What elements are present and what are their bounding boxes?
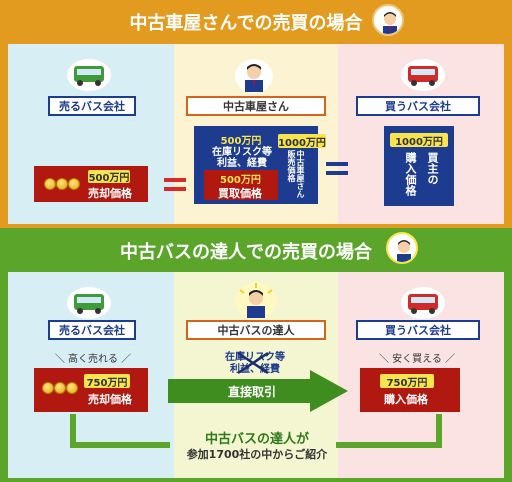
- equals-sign-right: [326, 162, 348, 176]
- top-dealer-buy-block: [204, 170, 278, 200]
- bottom-master-label: 中古バスの達人: [186, 320, 326, 340]
- red-bus-icon: [400, 58, 446, 92]
- green-bus-icon: [66, 58, 112, 92]
- top-title: 中古車屋さんでの売買の場合: [129, 13, 363, 34]
- top-dealer-sell-price: 1000万円: [278, 134, 326, 149]
- top-dealer-label: 中古車屋さん: [186, 96, 326, 116]
- master-person-icon: [234, 282, 278, 320]
- bottom-buyer-label: 買うバス会社: [356, 320, 480, 340]
- seller-connector-line: [70, 414, 170, 448]
- footer-line-1: 中古バスの達人が: [204, 432, 309, 447]
- equals-sign-left: [164, 178, 186, 192]
- buyer-note-text: 安く買える: [392, 354, 442, 365]
- top-dealer-margin-price: 500万円: [220, 135, 262, 147]
- top-buyer-vertical: 買主の: [426, 152, 439, 185]
- direct-trade-arrow: [168, 370, 348, 412]
- person-icon: [372, 4, 404, 36]
- top-dealer-sell-caption: 中古車屋さん販売価格: [287, 150, 305, 198]
- seller-note: ＼ 高く売れる ／: [54, 354, 132, 365]
- top-dealer-margin-block: [204, 132, 278, 168]
- bottom-buyer-price: 750万円: [380, 374, 434, 389]
- direct-trade-label: 直接取引: [228, 385, 277, 399]
- bottom-seller-label: 売るバス会社: [48, 320, 136, 340]
- seller-note-text: 高く売れる: [68, 354, 118, 365]
- bottom-seller-price-caption: 売却価格: [88, 393, 132, 406]
- bottom-seller-price: 750万円: [84, 374, 130, 389]
- green-bus-icon-bottom: [66, 286, 112, 320]
- top-buyer-price: 1000万円: [390, 133, 448, 148]
- bottom-buyer-price-caption: 購入価格: [384, 393, 428, 406]
- top-dealer-buy-caption: 買取価格: [218, 187, 262, 200]
- top-seller-price-caption: 売却価格: [88, 187, 132, 200]
- buyer-connector-line: [336, 414, 442, 448]
- top-dealer-margin-caption: 在庫リスク等 利益、経費: [212, 147, 272, 169]
- crossed-cost-text: 在庫リスク等 利益、経費: [225, 352, 285, 375]
- buyer-note: ＼ 安く買える ／: [378, 354, 456, 365]
- dealer-person-icon: [234, 58, 274, 94]
- coin-stack-icon-bottom: [42, 382, 82, 406]
- cross-out-mark: [230, 350, 276, 376]
- top-dealer-buy-price: 500万円: [220, 175, 261, 186]
- top-buyer-label: 買うバス会社: [356, 96, 480, 116]
- bottom-title: 中古バスの達人での売買の場合: [120, 242, 372, 263]
- footer-line-2: 参加1700社の中からご紹介: [186, 448, 328, 461]
- top-seller-price: 500万円: [88, 170, 130, 184]
- coin-stack-icon: [44, 178, 84, 194]
- person-icon-bottom: [386, 232, 418, 264]
- red-bus-icon-bottom: [400, 286, 446, 320]
- top-seller-label: 売るバス会社: [48, 96, 136, 116]
- top-buyer-price-caption: 購入価格: [404, 152, 417, 196]
